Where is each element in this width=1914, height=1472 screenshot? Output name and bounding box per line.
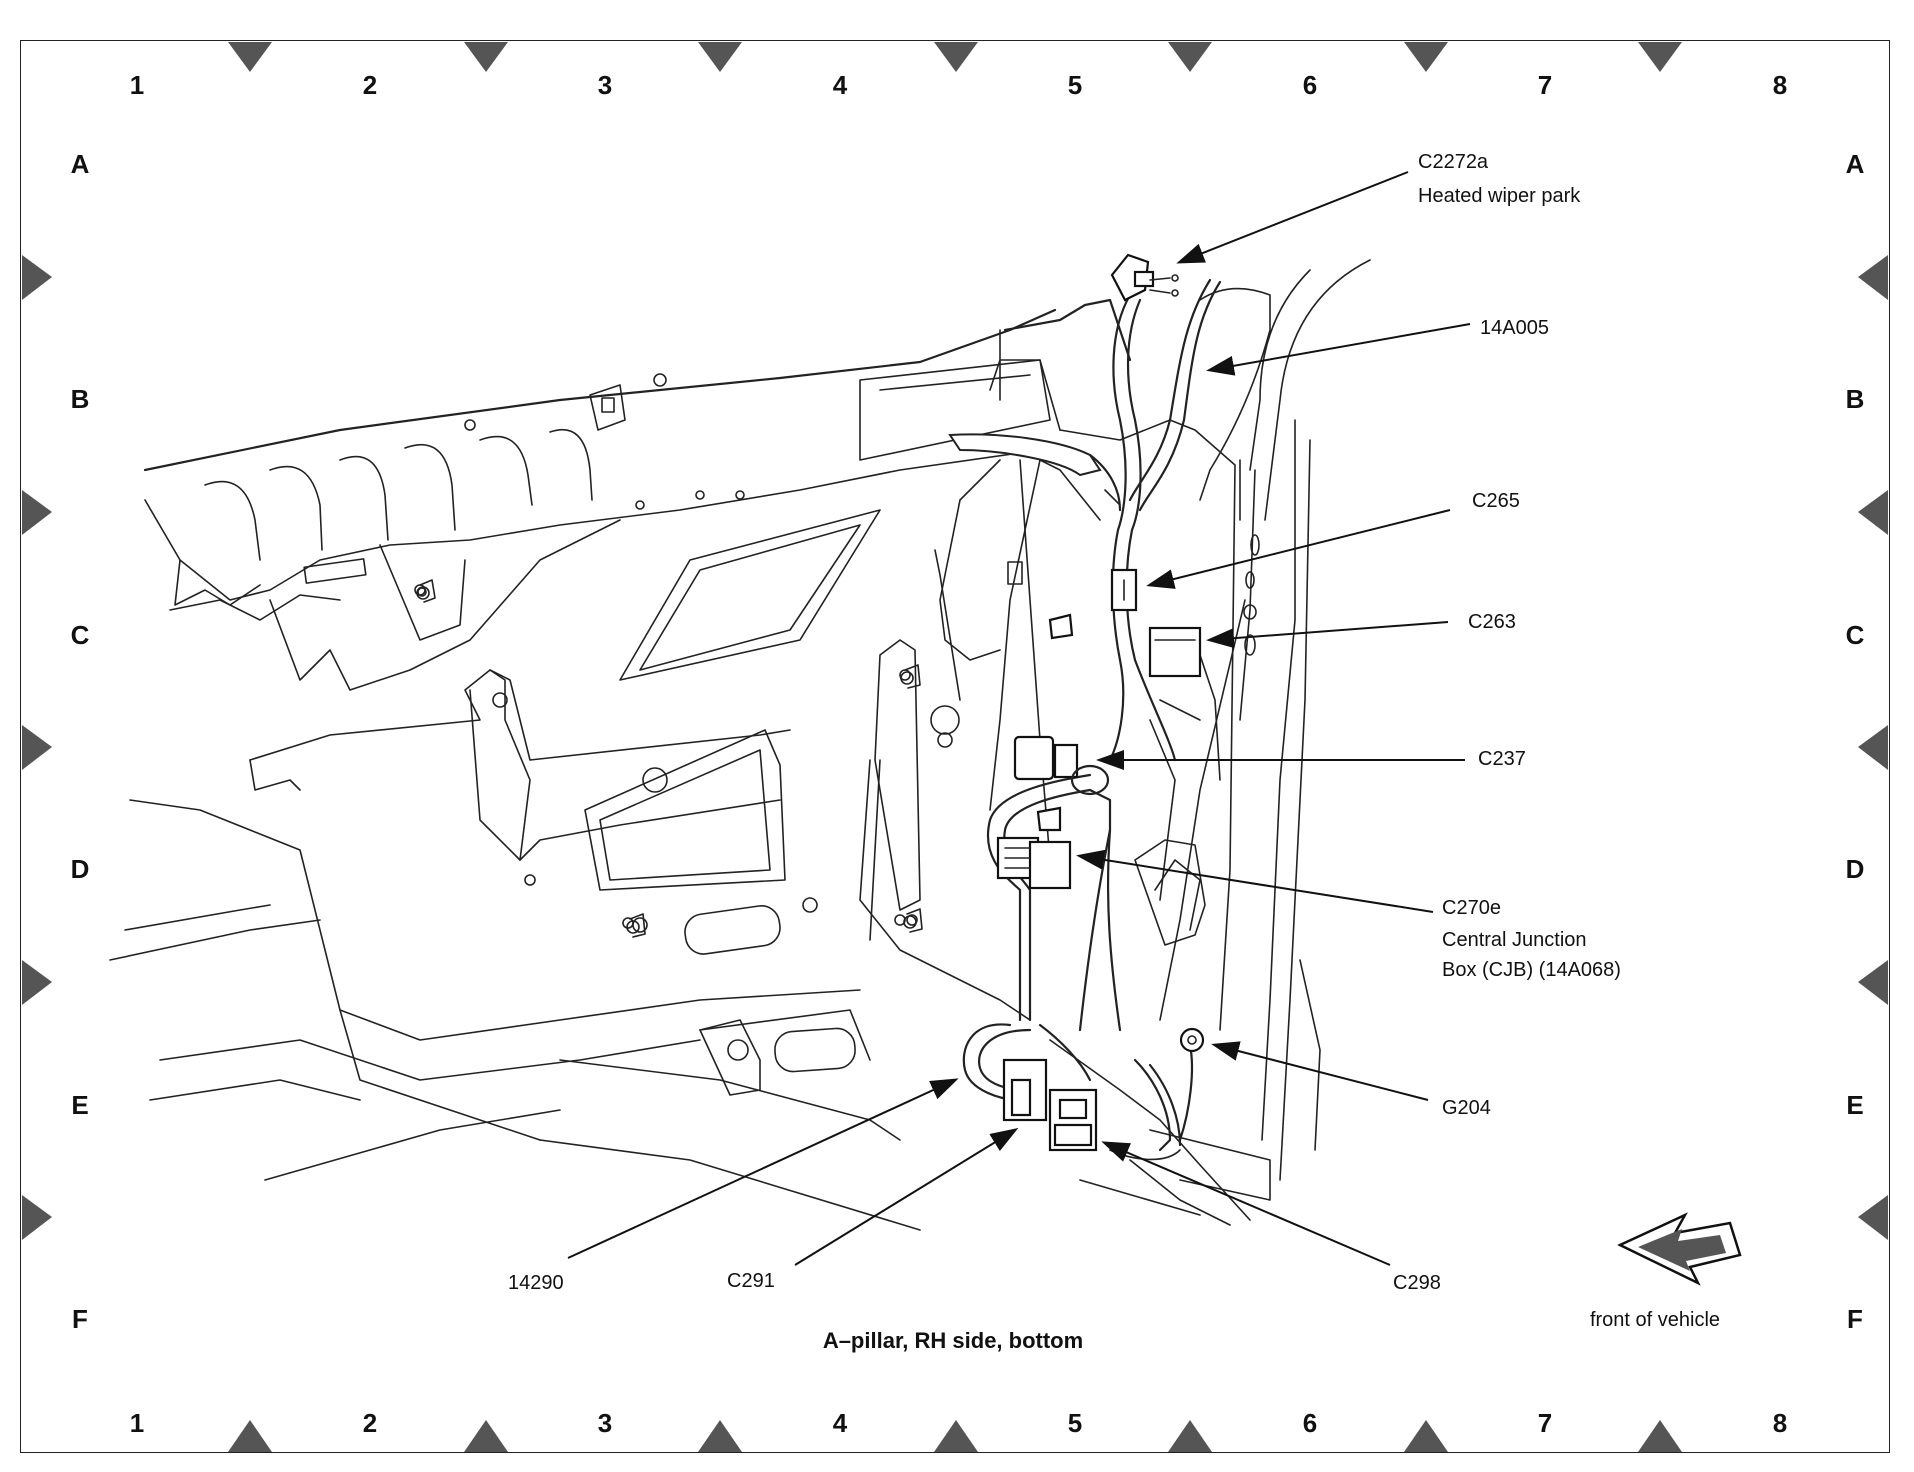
border-markers: [22, 42, 1888, 1452]
body-structure-drawing: [109, 259, 1371, 1231]
connector-c2272a: [1110, 253, 1179, 302]
grid-row-labels-left: A B C D E F: [71, 149, 90, 1334]
bolt-icon: [416, 579, 436, 603]
grid-column-labels-top: 1 2 3 4 5 6 7 8: [130, 70, 1787, 100]
connector-c263: [1148, 626, 1202, 678]
grid-row-d: D: [71, 854, 90, 884]
label-c270e-desc1: Central Junction: [1442, 929, 1587, 951]
label-c291: C291: [727, 1270, 775, 1292]
leader-lines: [567, 171, 1471, 1266]
label-14a005: 14A005: [1480, 317, 1549, 339]
label-c237: C237: [1478, 748, 1526, 770]
label-14290: 14290: [508, 1272, 564, 1294]
grid-col-2-bottom: 2: [363, 1408, 377, 1438]
diagram-title: A–pillar, RH side, bottom: [823, 1328, 1083, 1353]
grid-col-4: 4: [833, 70, 848, 100]
grid-col-6-bottom: 6: [1303, 1408, 1317, 1438]
bolt-icon: [626, 913, 646, 938]
bolt-icon: [903, 908, 923, 933]
grid-column-labels-bottom: 1 2 3 4 5 6 7 8: [130, 1408, 1787, 1438]
grid-row-e-right: E: [1846, 1090, 1863, 1120]
grid-row-c: C: [71, 620, 90, 650]
connector-c298: [1048, 1088, 1098, 1152]
label-c265: C265: [1472, 490, 1520, 512]
connectors: [996, 253, 1205, 1152]
grid-col-7: 7: [1538, 70, 1552, 100]
label-c263: C263: [1468, 611, 1516, 633]
label-g204: G204: [1442, 1097, 1491, 1119]
label-c2272a: C2272a: [1418, 151, 1489, 173]
grid-row-labels-right: A B C D E F: [1846, 149, 1865, 1334]
label-c2272a-desc: Heated wiper park: [1418, 185, 1581, 207]
grid-col-4-bottom: 4: [833, 1408, 848, 1438]
label-c270e: C270e: [1442, 897, 1501, 919]
grid-row-b: B: [71, 384, 90, 414]
wiring-harness: [948, 278, 1222, 1161]
clip-icon: [1036, 613, 1074, 832]
callout-labels: C2272a Heated wiper park 14A005 C265 C26…: [508, 151, 1621, 1294]
grid-row-f: F: [72, 1304, 88, 1334]
grid-col-2: 2: [363, 70, 377, 100]
grid-row-a-right: A: [1846, 149, 1865, 179]
grid-row-c-right: C: [1846, 620, 1865, 650]
ground-g204: [1179, 1027, 1205, 1053]
grid-col-7-bottom: 7: [1538, 1408, 1552, 1438]
connector-c265: [1110, 568, 1138, 612]
label-c298: C298: [1393, 1272, 1441, 1294]
grid-row-f-right: F: [1847, 1304, 1863, 1334]
connector-c270e: [996, 836, 1072, 890]
diagram-frame: [20, 40, 1890, 1453]
connector-c237: [1013, 735, 1110, 796]
label-c270e-desc2: Box (CJB) (14A068): [1442, 959, 1621, 981]
connector-c291: [1002, 1058, 1048, 1122]
grid-row-e: E: [71, 1090, 88, 1120]
front-of-vehicle-label: front of vehicle: [1590, 1309, 1720, 1331]
grid-col-3-bottom: 3: [598, 1408, 612, 1438]
grid-col-8: 8: [1773, 70, 1787, 100]
grid-row-d-right: D: [1846, 854, 1865, 884]
bolt-icon: [900, 664, 921, 689]
grid-row-b-right: B: [1846, 384, 1865, 414]
grid-col-1: 1: [130, 70, 144, 100]
grid-col-6: 6: [1303, 70, 1317, 100]
grid-row-a: A: [71, 149, 90, 179]
grid-col-3: 3: [598, 70, 612, 100]
grid-col-1-bottom: 1: [130, 1408, 144, 1438]
grid-col-5: 5: [1068, 70, 1082, 100]
front-arrow-icon: [1617, 1212, 1742, 1286]
grid-col-5-bottom: 5: [1068, 1408, 1082, 1438]
grid-col-8-bottom: 8: [1773, 1408, 1787, 1438]
